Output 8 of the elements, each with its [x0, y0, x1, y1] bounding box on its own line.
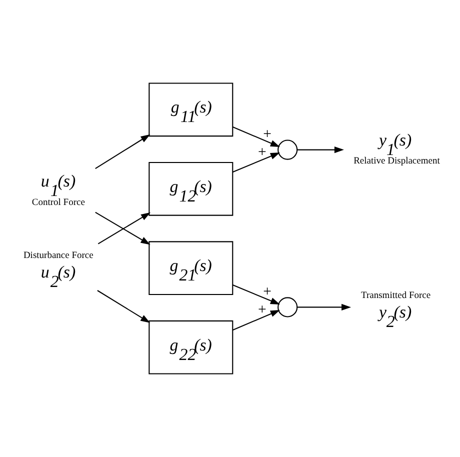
edge-label: +	[258, 144, 266, 160]
edge-label: +	[263, 284, 272, 300]
node-label: Control Force	[32, 198, 85, 208]
edge-label: +	[263, 126, 272, 143]
edge-label: +	[258, 302, 266, 318]
node-label: Transmitted Force	[361, 290, 431, 301]
node-label: Disturbance Force	[23, 250, 94, 261]
node-label: Relative Displacement	[354, 156, 440, 167]
